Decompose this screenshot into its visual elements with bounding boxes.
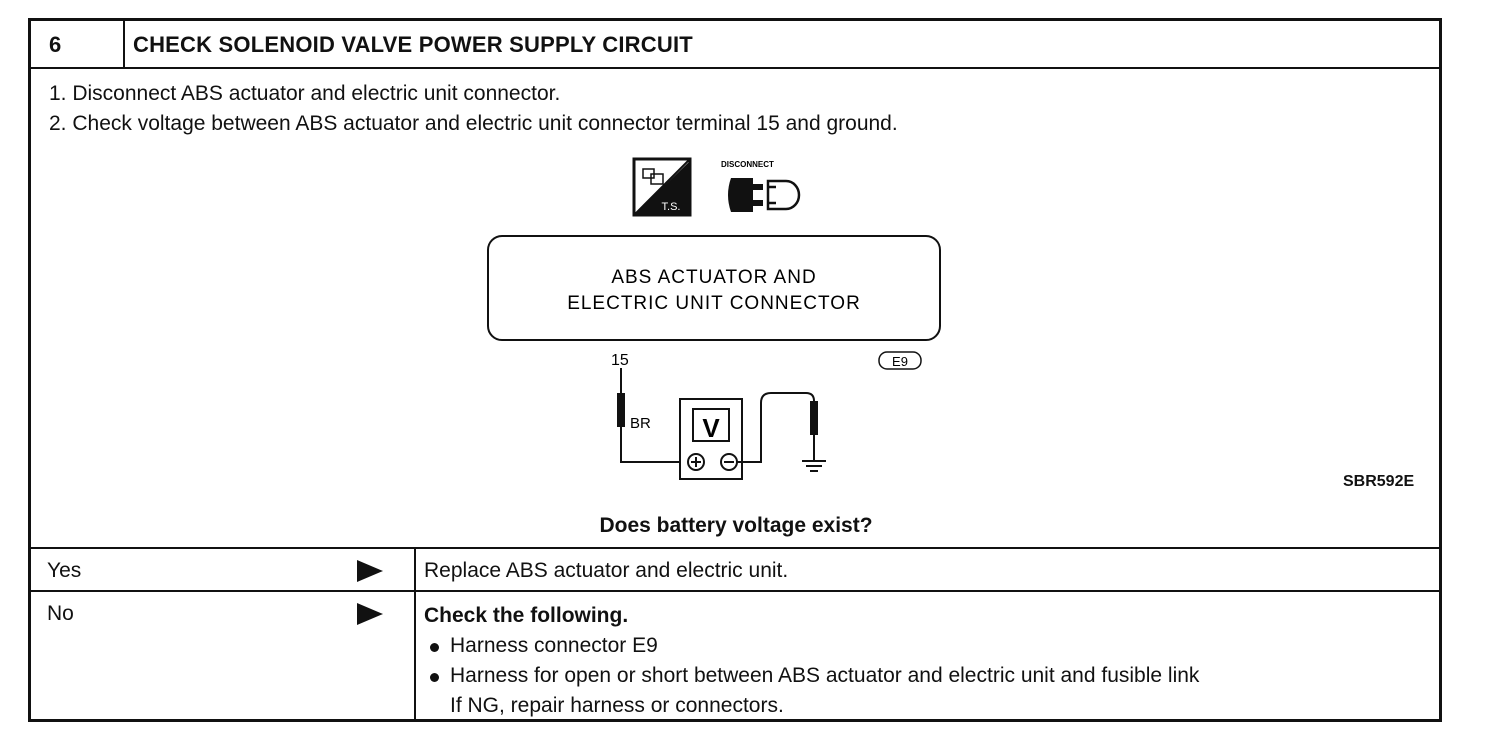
step-title: CHECK SOLENOID VALVE POWER SUPPLY CIRCUI…	[133, 32, 693, 57]
instruction-step-2: 2. Check voltage between ABS actuator an…	[49, 112, 898, 135]
divider-yes-no	[31, 590, 1439, 592]
negative-probe	[810, 401, 818, 435]
answer-no-heading: Check the following.	[424, 604, 629, 627]
disconnect-icon-label: DISCONNECT	[721, 160, 774, 169]
answer-yes-label: Yes	[47, 559, 82, 582]
step-number: 6	[49, 32, 62, 57]
connector-code: E9	[892, 354, 908, 369]
step-header: 6 CHECK SOLENOID VALVE POWER SUPPLY CIRC…	[31, 21, 1439, 69]
divider-question	[31, 547, 1439, 549]
wiring-diagram: T.S. DISCONNECT ABS ACTUATOR AND ELECTRI…	[487, 157, 941, 480]
voltmeter-label: V	[702, 413, 720, 443]
answer-no-result: Check the following. Harness connector E…	[424, 601, 1199, 721]
answer-no-label: No	[47, 602, 74, 625]
connector-code-badge	[878, 351, 922, 370]
test-icon-label: T.S.	[662, 201, 681, 213]
disconnect-icon: DISCONNECT	[721, 160, 801, 212]
test-icon: T.S.	[632, 157, 692, 217]
yes-arrow-icon	[357, 560, 383, 582]
connector-label-line2: ELECTRIC UNIT CONNECTOR	[567, 293, 861, 314]
answer-column-divider	[414, 548, 416, 722]
procedure-table: 6 CHECK SOLENOID VALVE POWER SUPPLY CIRC…	[28, 18, 1442, 722]
connector-box	[487, 235, 941, 341]
ground-icon	[802, 460, 826, 472]
answer-yes-result: Replace ABS actuator and electric unit.	[424, 559, 789, 582]
header-divider	[123, 21, 125, 67]
terminal-number: 15	[611, 352, 629, 369]
no-arrow-icon	[357, 603, 383, 625]
answer-no-bullet-1: Harness connector E9	[424, 631, 1199, 661]
instruction-list: 1. Disconnect ABS actuator and electric …	[49, 79, 898, 139]
positive-probe	[617, 393, 625, 427]
figure-code: SBR592E	[1343, 473, 1415, 490]
diagnostic-question: Does battery voltage exist?	[599, 514, 873, 537]
answer-no-note: If NG, repair harness or connectors.	[450, 694, 784, 717]
answer-no-bullet-2: Harness for open or short between ABS ac…	[424, 661, 1199, 691]
instruction-step-1: 1. Disconnect ABS actuator and electric …	[49, 82, 561, 105]
wire-color-label: BR	[630, 415, 651, 432]
negative-lead	[737, 392, 815, 463]
connector-label-line1: ABS ACTUATOR AND	[611, 267, 816, 288]
